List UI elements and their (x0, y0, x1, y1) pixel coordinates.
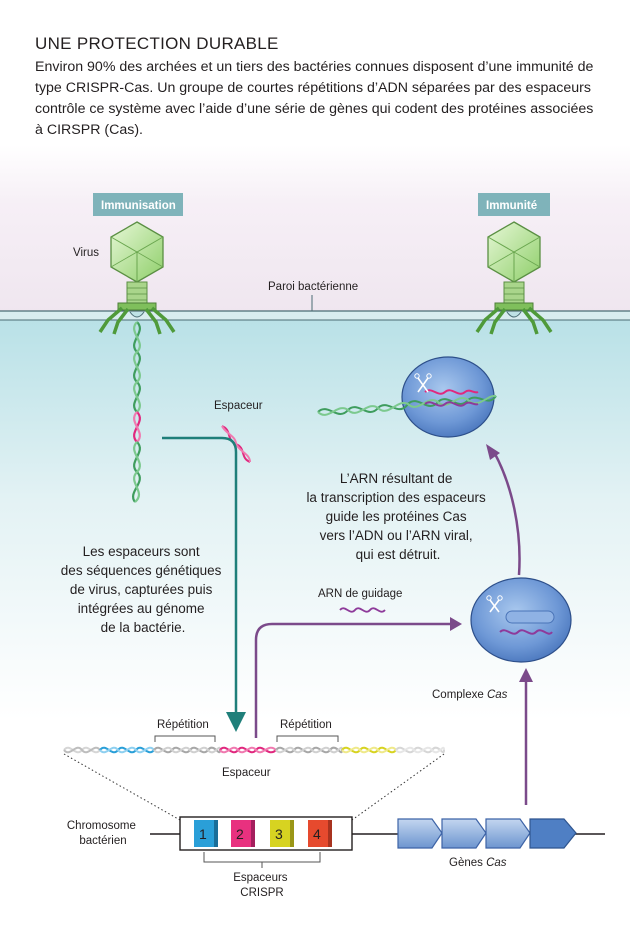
cas-complex-label-text: Complexe (432, 689, 487, 701)
guide-rna (339, 607, 386, 613)
phase-badge-immunisation (93, 193, 183, 216)
scissors-icon (489, 599, 500, 613)
cas-gene-1 (397, 818, 443, 849)
cas-complex-label: Complexe Cas (432, 689, 508, 701)
phase-label-immunite: Immunité (486, 200, 537, 212)
crispr-spacer-number-2: 2 (236, 826, 244, 842)
crispr-dna-strand (63, 746, 445, 754)
crispr-spacer-number-4: 4 (313, 826, 321, 842)
cas-genes (397, 818, 577, 849)
note-guidance: L’ARN résultant de la transcription des … (306, 471, 489, 562)
note-guidance-line-1: L’ARN résultant de (340, 471, 453, 486)
note-integration-line-1: Les espaceurs sont (83, 544, 200, 559)
viral-dna-injected (132, 321, 141, 503)
page-title: UNE PROTECTION DURABLE (35, 34, 279, 53)
chromosome-label: Chromosome bactérien (67, 820, 139, 847)
repetition-label-left: Répétition (157, 719, 209, 731)
virus-right (475, 221, 553, 335)
integration-arrow (162, 436, 246, 732)
virus-left (98, 221, 176, 335)
crispr-spacer-2: 2 (231, 820, 251, 847)
repetition-bracket-left (154, 735, 216, 742)
note-integration-line-5: de la bactérie. (101, 620, 186, 635)
cas-genes-label-text: Gènes (449, 857, 486, 869)
spacers-bracket (203, 852, 321, 863)
cas-gene-4 (529, 818, 577, 849)
note-integration-line-4: intégrées au génome (78, 601, 205, 616)
crispr-spacer-1: 1 (194, 820, 214, 847)
transcription-arrow (254, 622, 452, 738)
crispr-spacer-number-1: 1 (199, 826, 207, 842)
cas-gene-2 (441, 818, 487, 849)
scissors-icon (417, 377, 429, 393)
note-integration: Les espaceurs sont des séquences génétiq… (61, 544, 225, 635)
note-integration-line-3: de virus, capturées puis (70, 582, 213, 597)
cas-complex-destroying-dna (317, 356, 497, 438)
phase-label-immunisation: Immunisation (101, 200, 176, 212)
repetition-label-right: Répétition (280, 719, 332, 731)
intro-text: Environ 90% des archées et un tiers des … (35, 59, 594, 138)
captured-spacer (221, 425, 251, 463)
note-guidance-line-2: la transcription des espaceurs (306, 490, 486, 505)
crispr-spacer-4: 4 (308, 820, 328, 847)
note-integration-line-2: des séquences génétiques (61, 563, 222, 578)
guide-rna-label: ARN de guidage (318, 588, 402, 600)
cas-gene-3 (485, 818, 531, 849)
cas-complex-label-cas: Cas (487, 689, 508, 701)
crispr-spacers-label: Espaceurs CRISPR (233, 872, 291, 899)
cas-genes-label: Gènes Cas (449, 857, 507, 869)
chromosome-label-line-1: Chromosome (67, 820, 136, 832)
cas-genes-label-cas: Cas (486, 857, 507, 869)
cas-complex (470, 577, 572, 663)
header: UNE PROTECTION DURABLE Environ 90% des a… (35, 34, 605, 141)
chromosome-label-line-2: bactérien (79, 835, 126, 847)
spacer-label-bottom: Espaceur (222, 767, 271, 779)
crispr-spacers-label-line-2: CRISPR (240, 887, 283, 899)
crispr-spacers-label-line-1: Espaceurs (233, 872, 288, 884)
note-guidance-line-4: vers l’ADN ou l’ARN viral, (320, 528, 473, 543)
phase-badge-immunite (478, 193, 550, 216)
crispr-spacer-3: 3 (270, 820, 290, 847)
bacterial-wall (0, 311, 630, 320)
note-guidance-line-5: qui est détruit. (356, 547, 441, 562)
wall-label: Paroi bactérienne (268, 281, 358, 293)
guidance-arrow (492, 451, 521, 576)
spacer-label-top: Espaceur (214, 400, 263, 412)
virus-label: Virus (73, 247, 99, 259)
note-guidance-line-3: guide les protéines Cas (326, 509, 467, 524)
repetition-bracket-right (276, 735, 339, 742)
crispr-spacer-number-3: 3 (275, 826, 283, 842)
